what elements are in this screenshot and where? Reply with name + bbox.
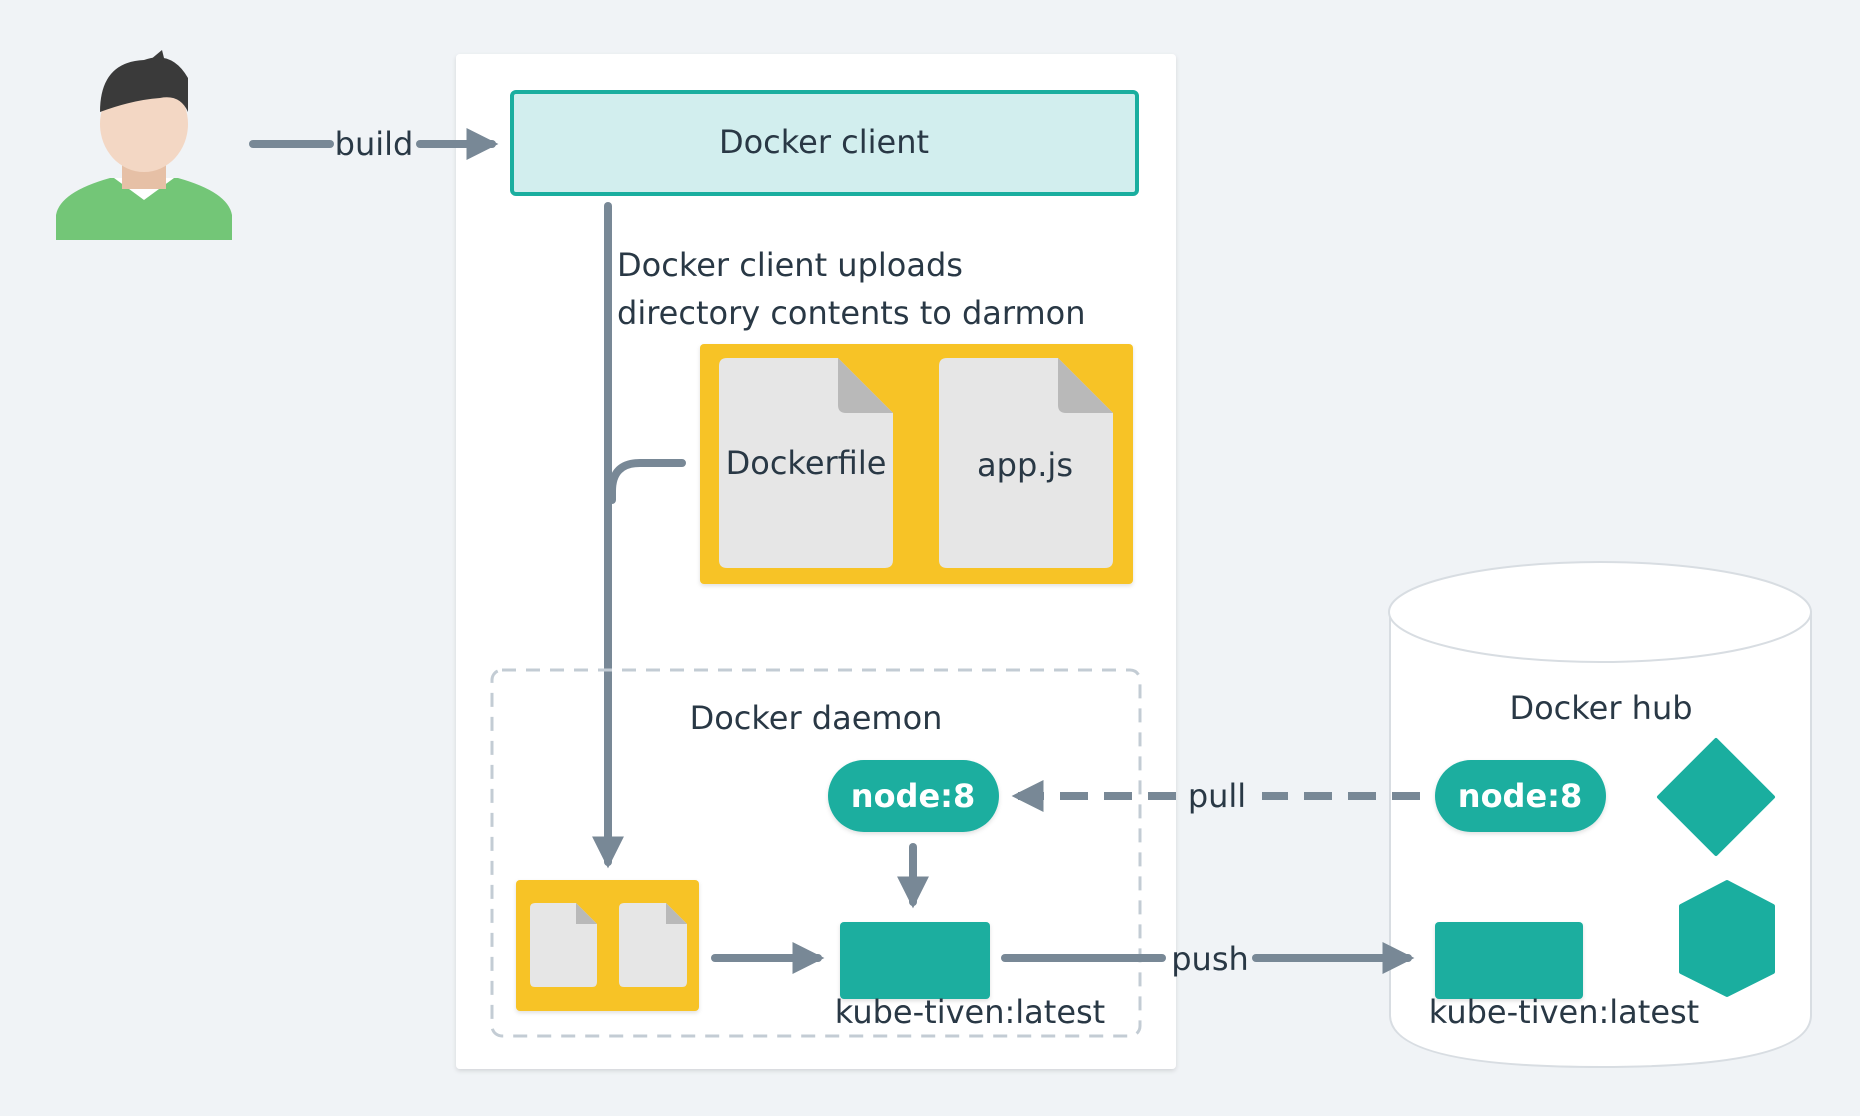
- hexagon-shape-icon: [1679, 880, 1775, 997]
- built-image-hub[interactable]: [1435, 922, 1583, 999]
- image-label-daemon: kube-tiven:latest: [835, 993, 1105, 1031]
- appjs-label: app.js: [977, 446, 1073, 484]
- push-label: push: [1171, 940, 1249, 978]
- upload-caption-line2: directory contents to darmon: [617, 294, 1086, 332]
- docker-hub-label: Docker hub: [1509, 689, 1692, 727]
- upload-branch-curve: [608, 459, 686, 504]
- diamond-shape-icon: [1657, 738, 1775, 856]
- dockerfile-label: Dockerfile: [726, 444, 887, 482]
- node8-image-pill-hub[interactable]: [1435, 760, 1606, 832]
- node8-image-pill-daemon[interactable]: [828, 760, 999, 832]
- user-avatar-icon: [56, 50, 232, 240]
- daemon-document-icon-2: [619, 903, 687, 987]
- node8-label-daemon: node:8: [851, 777, 975, 815]
- node8-label-hub: node:8: [1458, 777, 1582, 815]
- image-label-hub: kube-tiven:latest: [1429, 993, 1699, 1031]
- built-image-daemon[interactable]: [840, 922, 990, 999]
- docker-client-label: Docker client: [719, 123, 929, 161]
- upload-caption-line1: Docker client uploads: [617, 246, 963, 284]
- docker-daemon-label: Docker daemon: [690, 699, 943, 737]
- pull-label: pull: [1188, 777, 1246, 815]
- build-label: build: [335, 125, 414, 163]
- dockerfile-document-icon: [719, 358, 893, 568]
- daemon-document-icon-1: [530, 903, 597, 987]
- appjs-document-icon: [939, 358, 1113, 568]
- docker-daemon-box: [490, 668, 1142, 1038]
- docker-client-box[interactable]: [510, 90, 1139, 196]
